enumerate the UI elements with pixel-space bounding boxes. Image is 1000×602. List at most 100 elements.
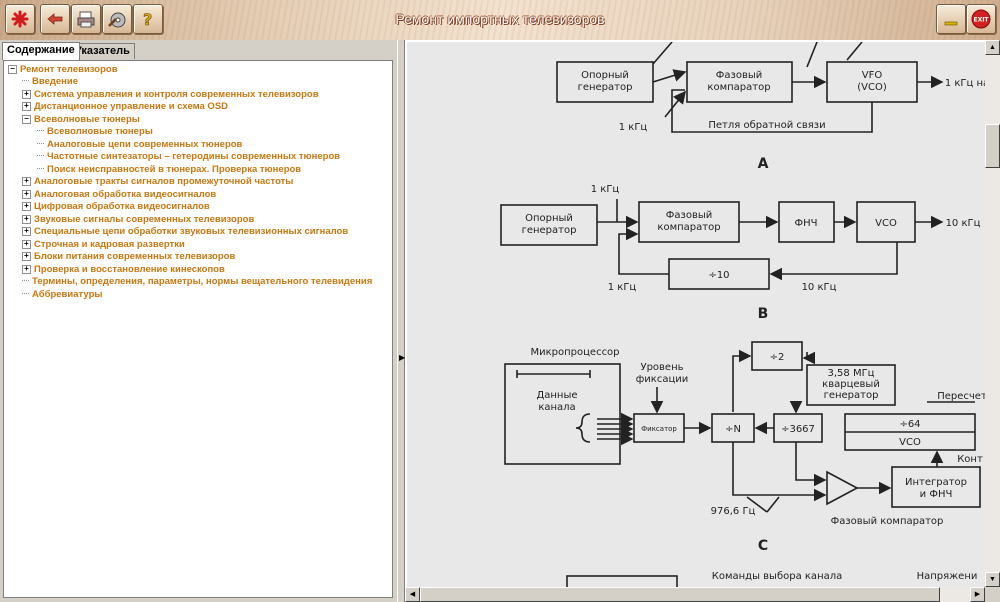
b-ref-osc-line1: Опорный xyxy=(525,213,573,224)
tree-item[interactable]: +Проверка и восстановление кинескопов xyxy=(22,264,225,276)
b-phase-comp-line2: компаратор xyxy=(657,222,720,233)
back-button[interactable] xyxy=(40,4,70,34)
exit-button[interactable]: EXIT xyxy=(966,4,996,34)
tree-leaf-connector xyxy=(22,292,29,294)
tree-item[interactable]: Частотные синтезаторы – гетеродины совре… xyxy=(37,151,340,163)
tree-root-label: Ремонт телевизоров xyxy=(20,64,118,75)
expand-icon[interactable]: + xyxy=(22,264,31,274)
b-vco-label: VCO xyxy=(875,218,897,229)
b-output-label: 10 кГц xyxy=(946,218,981,229)
tree-leaf-connector xyxy=(22,280,29,281)
a-phase-comp-line2: компаратор xyxy=(707,82,770,93)
horizontal-scrollbar[interactable]: ◀ ▶ xyxy=(405,587,985,602)
splitter-arrow-icon[interactable]: ▶ xyxy=(399,353,406,362)
b-feedback-right: 10 кГц xyxy=(802,282,837,293)
vertical-scroll-thumb[interactable] xyxy=(985,124,1000,168)
expand-icon[interactable]: + xyxy=(22,239,31,249)
scanned-page-image: Опорный генератор Фазовый компаратор VFO… xyxy=(407,42,985,587)
c-xtal-line3: генератор xyxy=(824,390,879,401)
tree-item-label: Аналоговые тракты сигналов промежуточной… xyxy=(34,176,294,187)
tree-item-label: Дистанционное управление и схема OSD xyxy=(34,101,229,112)
expand-icon[interactable]: + xyxy=(22,227,31,236)
b-input-freq: 1 кГц xyxy=(591,184,620,195)
tree-leaf-connector xyxy=(37,167,44,169)
scroll-corner xyxy=(985,587,1000,602)
expand-icon[interactable]: + xyxy=(22,202,31,211)
tree-item[interactable]: +Звуковые сигналы современных телевизоро… xyxy=(22,214,254,226)
tree-item[interactable]: +Цифровая обработка видеосигналов xyxy=(22,201,210,213)
tree-item[interactable]: Термины, определения, параметры, нормы в… xyxy=(22,276,372,288)
expand-icon[interactable]: + xyxy=(22,89,31,99)
tab-contents[interactable]: Содержание xyxy=(2,42,80,60)
c-phase-comp-label: Фазовый компаратор xyxy=(831,516,944,527)
scroll-up-icon[interactable]: ▲ xyxy=(985,40,1000,55)
expand-icon[interactable]: + xyxy=(22,189,31,199)
print-button[interactable] xyxy=(71,4,101,34)
c-data-line2: канала xyxy=(538,402,575,413)
tree-item-label: Поиск неисправностей в тюнерах. Проверка… xyxy=(47,163,302,175)
tree-item[interactable]: Введение xyxy=(22,76,78,88)
b-divider-label: ÷10 xyxy=(708,270,729,281)
expand-icon[interactable]: + xyxy=(22,177,31,186)
tree-leaf-connector xyxy=(37,130,44,131)
scroll-right-icon[interactable]: ▶ xyxy=(970,587,985,602)
expand-icon[interactable]: + xyxy=(22,214,31,224)
tree-item-label: Термины, определения, параметры, нормы в… xyxy=(32,276,373,287)
tree-item[interactable]: −Всеволновые тюнеры xyxy=(22,114,140,126)
tree-item[interactable]: +Специальные цепи обработки звуковых тел… xyxy=(22,226,348,238)
tree-item-label: Частотные синтезаторы – гетеродины совре… xyxy=(47,151,341,162)
exit-label: EXIT xyxy=(973,17,989,24)
options-button[interactable] xyxy=(102,4,132,34)
collapse-icon[interactable]: − xyxy=(8,65,17,74)
tree-item-label: Введение xyxy=(32,76,79,87)
tree-leaf-connector xyxy=(37,155,44,156)
tree-item[interactable]: Поиск неисправностей в тюнерах. Проверка… xyxy=(37,164,301,176)
back-arrow-icon xyxy=(47,13,63,25)
c-level-line1: Уровень xyxy=(640,362,683,373)
hide-button[interactable] xyxy=(5,4,35,34)
a-caption: A xyxy=(758,156,769,172)
tree-item-label: Аналоговые цепи современных тюнеров xyxy=(47,138,243,150)
contents-tree: −Ремонт телевизоров Введение+Система упр… xyxy=(3,60,393,598)
a-input-freq: 1 кГц xyxy=(619,122,648,133)
b-caption: B xyxy=(758,306,769,322)
horizontal-scroll-thumb[interactable] xyxy=(420,587,940,602)
app-title: Ремонт импортных телевизоров xyxy=(395,11,605,27)
tree-item[interactable]: +Дистанционное управление и схема OSD xyxy=(22,101,228,113)
scroll-down-icon[interactable]: ▼ xyxy=(985,572,1000,587)
panel-splitter[interactable]: ▶ xyxy=(397,40,405,602)
a-vfo-line2: (VCO) xyxy=(857,82,887,93)
a-vfo-line1: VFO xyxy=(862,70,883,81)
expand-icon[interactable]: + xyxy=(22,252,31,261)
d-cmd-label: Команды выбора канала xyxy=(712,571,843,582)
tab-index[interactable]: Указатель xyxy=(70,43,135,59)
collapse-icon[interactable]: − xyxy=(22,114,31,124)
tree-item[interactable]: Всеволновые тюнеры xyxy=(37,126,153,138)
scroll-left-icon[interactable]: ◀ xyxy=(405,587,420,602)
tree-root[interactable]: −Ремонт телевизоров xyxy=(8,64,118,76)
tree-item[interactable]: Аббревиатуры xyxy=(22,289,103,301)
tree-item-label: Цифровая обработка видеосигналов xyxy=(34,201,210,212)
expand-icon[interactable]: + xyxy=(22,102,31,111)
minimize-button[interactable] xyxy=(936,4,966,34)
tree-item[interactable]: +Блоки питания современных телевизоров xyxy=(22,251,235,263)
tree-item[interactable]: Аналоговые цепи современных тюнеров xyxy=(37,139,242,151)
d-voltage-label: Напряжени xyxy=(917,571,978,582)
a-ref-osc-line1: Опорный xyxy=(581,70,629,81)
vertical-scrollbar[interactable]: ▲ ▼ xyxy=(985,40,1000,587)
help-button[interactable]: ? xyxy=(133,4,163,34)
b-ref-osc-line2: генератор xyxy=(522,225,577,236)
tree-item-label: Специальные цепи обработки звуковых теле… xyxy=(34,226,349,237)
c-recalc-label: Пересчет xyxy=(937,391,985,402)
tree-item[interactable]: +Аналоговые тракты сигналов промежуточно… xyxy=(22,176,293,188)
tree-item[interactable]: +Строчная и кадровая развертки xyxy=(22,239,185,251)
c-cpu-label: Микропроцессор xyxy=(530,347,619,358)
c-ctrl-label: Конт xyxy=(957,454,983,465)
tree-item[interactable]: +Аналоговая обработка видеосигналов xyxy=(22,189,216,201)
c-div2-label: ÷2 xyxy=(770,352,785,363)
tree-item-label: Строчная и кадровая развертки xyxy=(34,238,185,250)
tree-item-label: Всеволновые тюнеры xyxy=(47,126,153,137)
tree-item[interactable]: +Система управления и контроля современн… xyxy=(22,89,319,101)
c-caption: C xyxy=(758,538,768,554)
block-diagram: Опорный генератор Фазовый компаратор VFO… xyxy=(500,42,985,587)
